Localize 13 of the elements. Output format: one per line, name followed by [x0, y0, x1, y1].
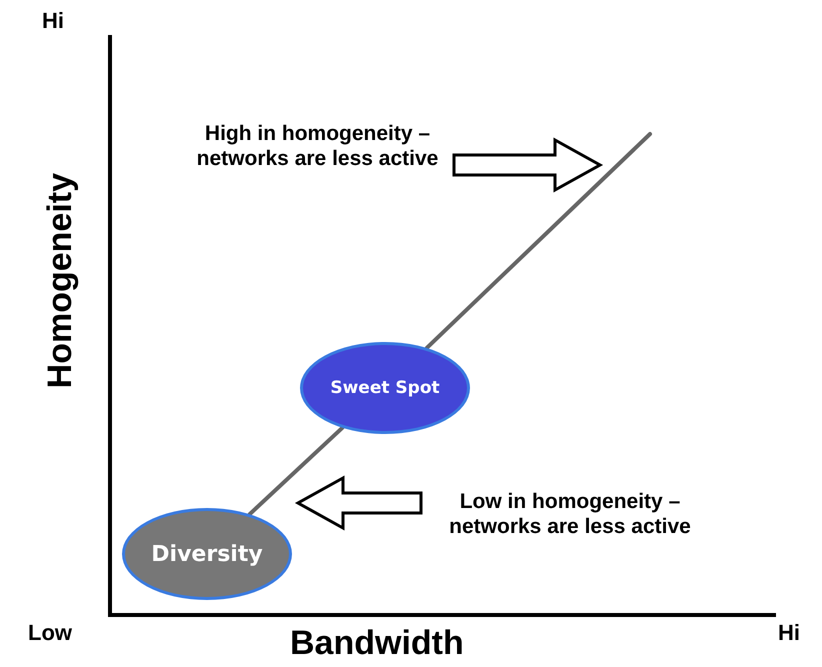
oval-node: Sweet Spot: [300, 342, 470, 434]
annotation-text: High in homogeneity – networks are less active: [185, 118, 450, 174]
diagonal-line: [248, 426, 344, 516]
oval-node: Diversity: [122, 508, 292, 600]
axis-tick-label: Hi: [778, 620, 800, 646]
block-arrow: [452, 137, 604, 193]
axis-title: Bandwidth: [290, 624, 464, 663]
axis-title: Homogeneity: [40, 172, 80, 388]
annotation-text: Low in homogeneity – networks are less active: [425, 486, 715, 542]
axis-tick-label: Low: [28, 620, 72, 646]
diagonal-line: [424, 132, 652, 350]
axis-tick-label: Hi: [42, 8, 64, 34]
block-arrow: [294, 475, 422, 531]
